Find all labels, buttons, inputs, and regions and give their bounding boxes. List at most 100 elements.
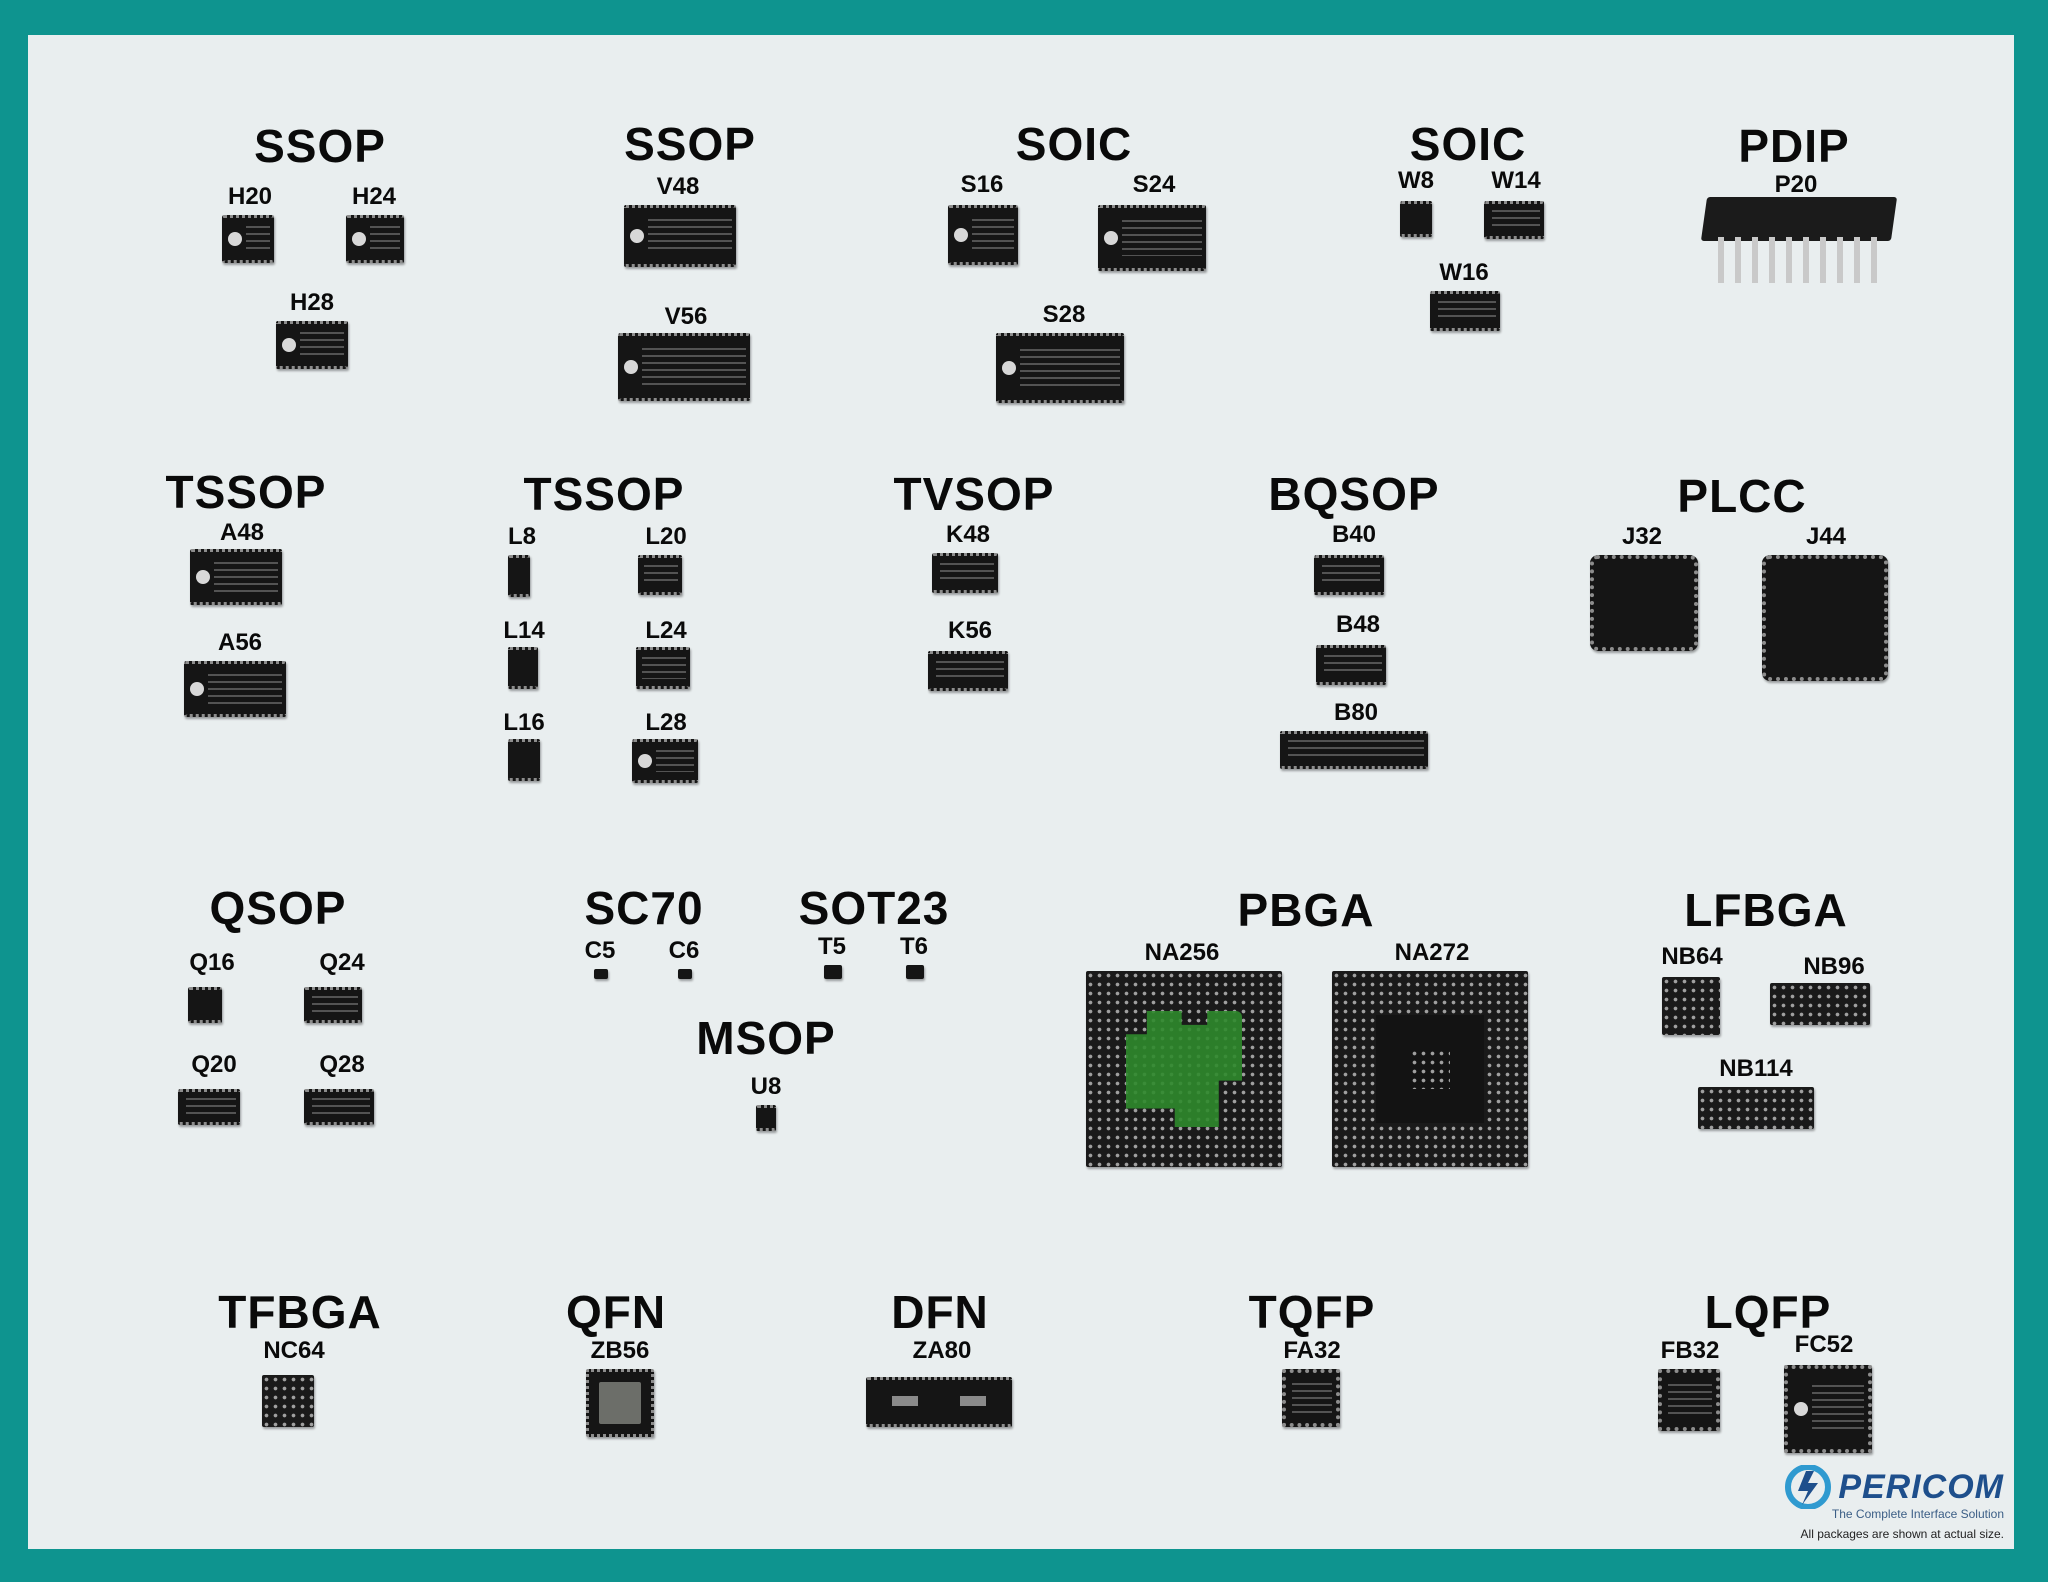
package-label-fc52: FC52 <box>1794 1331 1854 1358</box>
package-label-u8: U8 <box>750 1073 782 1100</box>
chip-l28 <box>632 739 698 783</box>
chip-nb114 <box>1698 1087 1814 1129</box>
chip-l20 <box>638 555 682 595</box>
chip-q28 <box>304 1089 374 1125</box>
group-title-tvsop: TVSOP <box>893 468 1055 520</box>
chip-w16 <box>1430 291 1500 331</box>
chip-nb96 <box>1770 983 1870 1025</box>
chip-h28 <box>276 321 348 369</box>
package-label-h20: H20 <box>227 183 273 210</box>
group-title-sc70: SC70 <box>584 882 704 934</box>
package-label-na272: NA272 <box>1394 939 1470 966</box>
brand-name: PERICOM <box>1838 1467 2004 1506</box>
chip-b80 <box>1280 731 1428 769</box>
package-label-na256: NA256 <box>1144 939 1220 966</box>
exposed-pad <box>599 1382 641 1424</box>
package-label-v56: V56 <box>664 303 708 330</box>
dip-pin <box>1769 237 1775 283</box>
pericom-logo: PERICOM The Complete Interface Solution … <box>1784 1465 2004 1541</box>
group-title-lqfp: LQFP <box>1704 1286 1832 1338</box>
group-title-tssop-1: TSSOP <box>165 466 327 518</box>
group-title-bqsop: BQSOP <box>1268 468 1440 520</box>
group-title-qfn: QFN <box>565 1286 667 1338</box>
chip-l14 <box>508 647 538 689</box>
chip-s28 <box>996 333 1124 403</box>
package-label-s16: S16 <box>960 171 1004 198</box>
package-label-v48: V48 <box>656 173 700 200</box>
group-title-ssop-2: SSOP <box>624 118 756 170</box>
package-label-k56: K56 <box>947 617 993 644</box>
chip-t6 <box>906 965 924 979</box>
chip-fb32 <box>1658 1369 1720 1431</box>
group-title-qsop: QSOP <box>209 882 347 934</box>
package-label-w16: W16 <box>1439 259 1489 286</box>
pericom-mark-icon <box>1785 1465 1832 1509</box>
package-label-b40: B40 <box>1331 521 1377 548</box>
chip-l8 <box>508 555 530 597</box>
package-label-l14: L14 <box>503 617 545 644</box>
group-title-pdip: PDIP <box>1738 120 1850 172</box>
package-label-b48: B48 <box>1335 611 1381 638</box>
group-title-pbga: PBGA <box>1237 884 1375 936</box>
dip-pin <box>1786 237 1792 283</box>
chip-c5 <box>594 969 608 979</box>
package-label-b80: B80 <box>1333 699 1379 726</box>
package-label-s28: S28 <box>1042 301 1086 328</box>
actual-size-note: All packages are shown at actual size. <box>1800 1527 2004 1541</box>
chip-b48 <box>1316 645 1386 685</box>
package-label-l8: L8 <box>507 523 537 550</box>
package-label-c5: C5 <box>584 937 616 964</box>
chip-nc64 <box>262 1375 314 1427</box>
chip-a56 <box>184 661 286 717</box>
package-label-q16: Q16 <box>189 949 235 976</box>
chip-t5 <box>824 965 842 979</box>
package-label-nb96: NB96 <box>1803 953 1865 980</box>
group-title-tssop-2: TSSOP <box>523 468 685 520</box>
group-title-soic-2: SOIC <box>1409 118 1527 170</box>
package-label-l24: L24 <box>645 617 687 644</box>
package-label-w8: W8 <box>1398 167 1434 194</box>
group-title-msop: MSOP <box>696 1012 836 1064</box>
package-label-a48: A48 <box>219 519 265 546</box>
package-label-h24: H24 <box>351 183 397 210</box>
chip-j44 <box>1762 555 1888 681</box>
package-board: SSOP H20 H24 H28 SSOP V48 V56 SOIC S16 S… <box>28 35 2014 1549</box>
package-label-s24: S24 <box>1132 171 1176 198</box>
package-label-h28: H28 <box>289 289 335 316</box>
group-title-tqfp: TQFP <box>1248 1286 1376 1338</box>
package-label-p20: P20 <box>1774 171 1818 198</box>
package-label-t6: T6 <box>899 933 929 960</box>
chip-v48 <box>624 205 736 267</box>
dip-pin <box>1820 237 1826 283</box>
dip-pin <box>1854 237 1860 283</box>
group-title-soic-1: SOIC <box>1015 118 1133 170</box>
chip-na256 <box>1086 971 1282 1167</box>
group-title-lfbga: LFBGA <box>1684 884 1848 936</box>
package-label-c6: C6 <box>668 937 700 964</box>
package-label-za80: ZA80 <box>912 1337 972 1364</box>
package-label-fb32: FB32 <box>1660 1337 1720 1364</box>
chip-v56 <box>618 333 750 401</box>
chip-nb64 <box>1662 977 1720 1035</box>
chip-c6 <box>678 969 692 979</box>
package-label-j32: J32 <box>1621 523 1663 550</box>
package-label-k48: K48 <box>945 521 991 548</box>
package-label-l16: L16 <box>503 709 545 736</box>
package-label-q20: Q20 <box>191 1051 237 1078</box>
pcb-green-area <box>1126 1011 1242 1127</box>
group-title-ssop-1: SSOP <box>254 120 386 172</box>
package-label-a56: A56 <box>217 629 263 656</box>
dip-pin <box>1735 237 1741 283</box>
chip-j32 <box>1590 555 1698 651</box>
package-label-t5: T5 <box>817 933 847 960</box>
package-label-l28: L28 <box>645 709 687 736</box>
chip-l16 <box>508 739 540 781</box>
chip-b40 <box>1314 555 1384 595</box>
exposed-pad-right <box>960 1396 986 1406</box>
chip-u8 <box>756 1105 776 1131</box>
chip-k48 <box>932 553 998 593</box>
chip-l24 <box>636 647 690 689</box>
dip-pin <box>1752 237 1758 283</box>
chip-za80 <box>866 1377 1012 1427</box>
chip-fc52 <box>1784 1365 1872 1453</box>
